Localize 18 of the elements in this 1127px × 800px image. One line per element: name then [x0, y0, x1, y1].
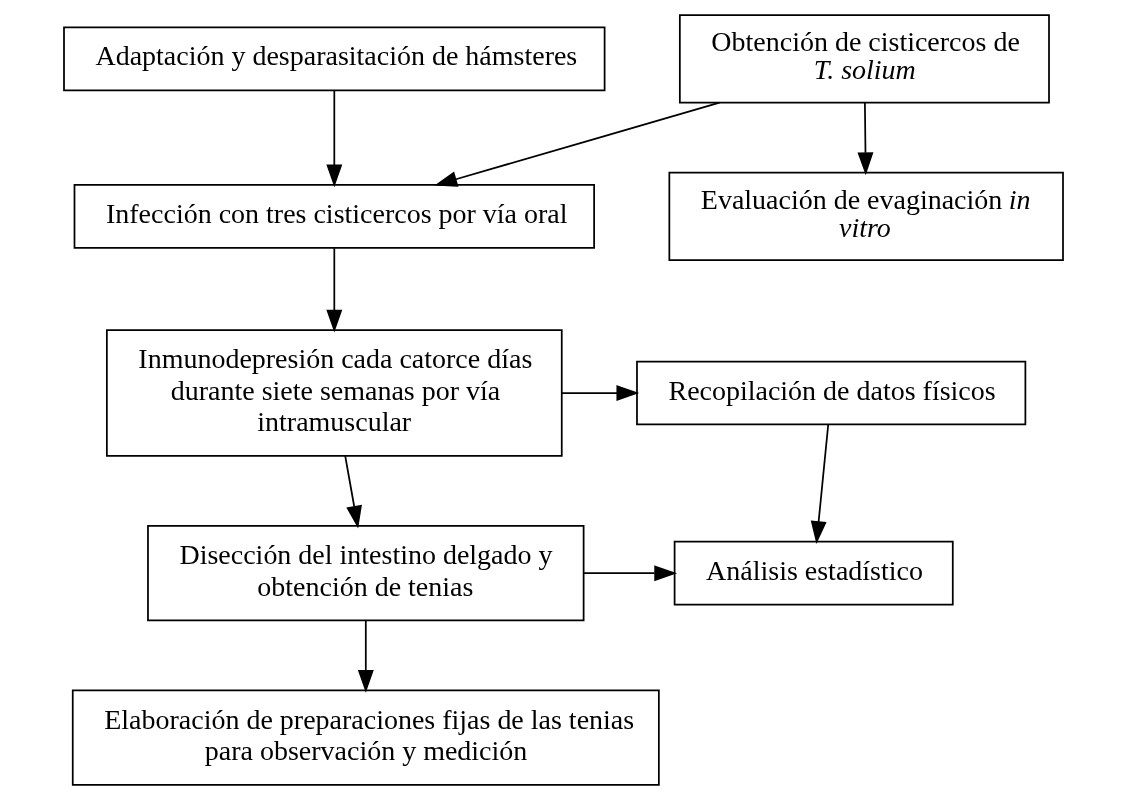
- arrow: [357, 619, 374, 693]
- node-box: Obtención de cisticercos de T. solium: [678, 14, 1050, 104]
- node-box: Adaptación y desparasitación de hámsteres: [63, 26, 606, 92]
- node-box: Infección con tres cisticercos por vía oral: [73, 183, 595, 249]
- arrow: [434, 101, 721, 187]
- arrow: [857, 101, 874, 176]
- node-box: Inmunodepresión cada catorce días durante siete semanas por vía intramuscular: [106, 329, 563, 457]
- node-box: Evaluación de evaginación in vitro: [668, 171, 1064, 261]
- arrow: [326, 90, 343, 188]
- arrow: [561, 385, 640, 401]
- arrow: [326, 247, 343, 333]
- node-box: Disección del intestino delgado y obtención de tenias: [147, 525, 585, 622]
- node-box: Análisis estadístico: [673, 540, 954, 606]
- node-box: Elaboración de preparaciones fijas de las tenias para observación y medición: [71, 689, 660, 786]
- arrow: [810, 423, 830, 544]
- node-box: Recopilación de datos físicos: [636, 360, 1027, 426]
- arrow: [344, 455, 362, 529]
- arrow: [582, 565, 678, 582]
